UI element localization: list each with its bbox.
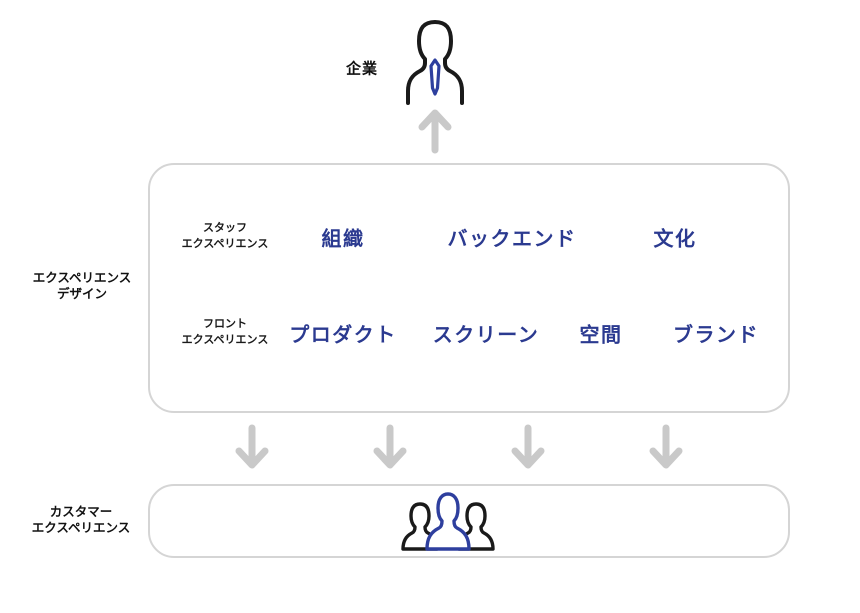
customer-experience-label-line2: エクスペリエンス bbox=[31, 521, 131, 535]
arrow-down-icon bbox=[373, 424, 407, 469]
item-product: プロダクト bbox=[289, 324, 397, 347]
front-experience-label: フロント エクスペリエンス bbox=[182, 317, 269, 349]
customer-experience-label-line1: カスタマー bbox=[49, 504, 113, 519]
person-outline bbox=[406, 20, 464, 105]
item-screen: スクリーン bbox=[432, 324, 540, 347]
company-label: 企業 bbox=[345, 60, 379, 78]
customers-group-icon bbox=[401, 492, 495, 551]
customer-experience-label: カスタマー エクスペリエンス bbox=[32, 504, 131, 537]
experience-design-box bbox=[148, 163, 790, 413]
arrow-down-icon bbox=[649, 424, 683, 469]
experience-design-label: エクスペリエンス デザイン bbox=[33, 270, 132, 303]
staff-experience-label-line2: エクスペリエンス bbox=[181, 238, 269, 250]
experience-design-label-line2: デザイン bbox=[56, 287, 108, 301]
item-space: 空間 bbox=[579, 324, 623, 347]
business-person-icon bbox=[406, 20, 464, 105]
item-culture: 文化 bbox=[653, 228, 697, 251]
experience-design-label-line1: エクスペリエンス bbox=[32, 270, 132, 285]
arrow-up-icon bbox=[418, 109, 452, 154]
person-center-outline bbox=[425, 492, 471, 551]
tie-shape bbox=[429, 58, 441, 96]
front-experience-label-line1: フロント bbox=[203, 318, 247, 331]
item-organization: 組織 bbox=[321, 228, 365, 251]
arrow-down-icon bbox=[235, 424, 269, 469]
arrow-down-icon bbox=[511, 424, 545, 469]
item-backend: バックエンド bbox=[447, 228, 577, 251]
staff-experience-label-line1: スタッフ bbox=[203, 222, 247, 235]
front-experience-label-line2: エクスペリエンス bbox=[181, 334, 269, 346]
item-brand: ブランド bbox=[673, 324, 759, 347]
staff-experience-label: スタッフ エクスペリエンス bbox=[182, 221, 269, 253]
